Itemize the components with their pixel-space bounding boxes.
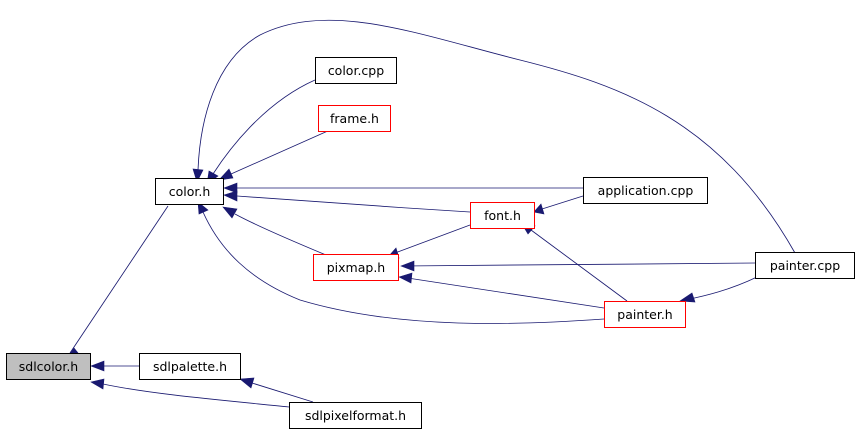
node-sdlpalette-h[interactable]: sdlpalette.h	[139, 353, 241, 380]
edge-color-h-to-sdlcolor-h	[69, 205, 169, 354]
node-box	[155, 178, 224, 205]
edge-painter-cpp-to-pixmap-h	[402, 262, 756, 267]
node-box	[139, 353, 241, 380]
edge-pixmap-h-to-color-h	[234, 213, 327, 256]
node-box	[583, 177, 708, 204]
edge-font-h-to-pixmap-h	[394, 224, 471, 254]
edge-painter-h-to-pixmap-h	[400, 276, 605, 309]
node-label: color.cpp	[328, 63, 384, 78]
node-box	[755, 252, 855, 279]
edge-application-cpp-to-font-h	[541, 195, 584, 210]
arrowhead-sdlpalette-h-from-sdlpixelformat-h	[239, 377, 255, 389]
node-label: frame.h	[330, 111, 379, 126]
edge-sdlpixelformat-h-to-sdlpalette-h	[251, 382, 314, 403]
node-box	[470, 202, 535, 229]
node-color-h[interactable]: color.h	[155, 178, 224, 205]
node-painter-cpp[interactable]: painter.cpp	[755, 252, 855, 279]
node-label: color.h	[169, 184, 211, 199]
arrowhead-sdlcolor-h-from-sdlpixelformat-h	[90, 378, 105, 390]
edge-painter-cpp-to-color-h	[197, 19, 796, 254]
arrowhead-painter-h-from-painter-cpp	[679, 292, 696, 303]
arrowhead-color-h-from-pixmap-h	[222, 206, 238, 219]
edge-painter-cpp-to-painter-h	[684, 276, 758, 301]
node-box	[315, 57, 397, 84]
arrowhead-sdlcolor-h-from-sdlpalette-h	[90, 360, 105, 372]
node-label: sdlpixelformat.h	[305, 408, 406, 423]
nodes-layer: sdlcolor.h color.h color.cpp frame.h app…	[6, 57, 855, 429]
edge-color-cpp-to-color-h	[212, 79, 316, 175]
node-label: pixmap.h	[327, 260, 385, 275]
node-label: sdlcolor.h	[19, 359, 78, 374]
node-box	[6, 353, 91, 380]
edge-painter-h-to-color-h	[202, 211, 605, 324]
arrowhead-pixmap-h-from-painter-h	[398, 272, 413, 284]
edges-layer	[61, 19, 796, 408]
arrowhead-pixmap-h-from-painter-cpp	[400, 260, 415, 272]
node-color-cpp[interactable]: color.cpp	[315, 57, 397, 84]
node-pixmap-h[interactable]: pixmap.h	[313, 254, 399, 281]
node-label: application.cpp	[598, 183, 694, 198]
node-box	[313, 254, 399, 281]
edge-sdlpixelformat-h-to-sdlcolor-h	[102, 383, 290, 408]
edge-painter-h-to-font-h	[530, 229, 628, 302]
arrowhead-color-h-from-painter-cpp	[192, 168, 204, 183]
arrowhead-color-h-from-font-h	[223, 190, 238, 202]
node-box	[604, 301, 686, 328]
node-sdlpixelformat-h[interactable]: sdlpixelformat.h	[289, 402, 422, 429]
node-label: font.h	[484, 208, 521, 223]
arrowhead-color-h-from-application-cpp	[223, 182, 238, 194]
node-frame-h[interactable]: frame.h	[318, 105, 391, 132]
node-box	[318, 105, 391, 132]
edge-font-h-to-color-h	[236, 195, 471, 213]
node-label: painter.h	[617, 307, 672, 322]
node-font-h[interactable]: font.h	[470, 202, 535, 229]
node-box	[289, 402, 422, 429]
node-painter-h[interactable]: painter.h	[604, 301, 686, 328]
node-sdlcolor-h[interactable]: sdlcolor.h	[6, 353, 91, 380]
node-label: sdlpalette.h	[153, 359, 227, 374]
edge-frame-h-to-color-h	[230, 129, 331, 175]
node-label: painter.cpp	[770, 258, 840, 273]
arrowhead-color-h-from-frame-h	[218, 168, 234, 181]
arrowhead-font-h-from-application-cpp	[533, 203, 545, 215]
node-application-cpp[interactable]: application.cpp	[583, 177, 708, 204]
